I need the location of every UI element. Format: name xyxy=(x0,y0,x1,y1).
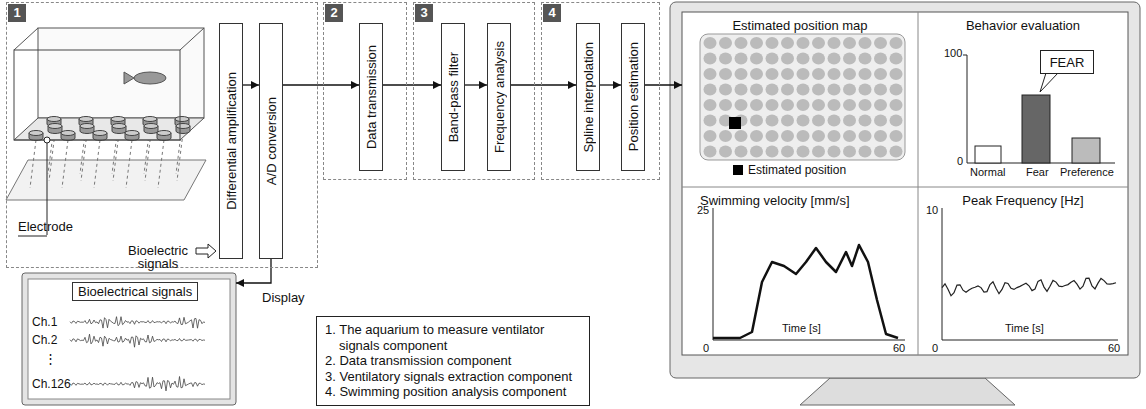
channel-label: Ch.2 xyxy=(32,333,57,347)
component-group: 3Band-pass filter Frequency analysis xyxy=(413,2,535,180)
component-group: 2Data transmission xyxy=(323,2,407,180)
category-label: Preference xyxy=(1060,166,1114,178)
box-label: Position estimation xyxy=(626,42,641,151)
axis-title: Time [s] xyxy=(782,322,821,334)
channel-label: ⋮ xyxy=(44,351,57,366)
note-line: 4. Swimming position analysis component xyxy=(325,384,581,400)
process-box: Spline interpolation xyxy=(576,23,600,171)
signal-monitor xyxy=(22,273,236,405)
note-box: 1. The aquarium to measure ventilator si… xyxy=(316,316,590,406)
box-label: Frequency analysis xyxy=(492,41,507,153)
axis-tick: 60 xyxy=(893,342,905,354)
flow-arrow xyxy=(383,84,441,85)
axis-tick: 25 xyxy=(697,204,709,216)
axis-tick: 0 xyxy=(932,342,938,354)
flow-arrow xyxy=(243,84,259,85)
box-label: Spline interpolation xyxy=(581,42,596,153)
flow-arrow xyxy=(283,84,359,85)
flow-arrow xyxy=(600,84,621,85)
signal-label: Bioelectric signals xyxy=(122,244,194,270)
callout-number: 4 xyxy=(543,4,561,22)
axis-tick: 60 xyxy=(1108,342,1120,354)
callout-number: 3 xyxy=(415,4,433,22)
process-box: Data transmission xyxy=(359,23,383,171)
process-box: A/D conversion xyxy=(259,23,283,259)
component-group: 4Spline interpolation Position estimation xyxy=(541,2,660,180)
callout-number: 2 xyxy=(325,4,343,22)
process-box: Differential amplification xyxy=(219,23,243,259)
category-label: Fear xyxy=(1026,166,1049,178)
legend-text: Estimated position xyxy=(748,163,846,177)
note-line: 1. The aquarium to measure ventilator si… xyxy=(325,322,581,353)
process-box: Position estimation xyxy=(621,23,645,171)
axis-tick: 0 xyxy=(703,342,709,354)
panel-title: Peak Frequency [Hz] xyxy=(918,193,1128,208)
flow-arrow xyxy=(511,84,576,85)
result-monitor xyxy=(670,2,1140,405)
flow-arrow xyxy=(645,84,682,85)
callout-number: 1 xyxy=(8,4,26,22)
callout-box: FEAR xyxy=(1040,50,1094,74)
aquarium xyxy=(6,28,216,258)
process-box: Band-pass filter xyxy=(441,23,465,171)
axis-title: Time [s] xyxy=(1005,322,1044,334)
channel-label: Ch.126 xyxy=(32,377,71,391)
screen-panel: Estimated position map xyxy=(682,12,918,187)
axis-tick: 0 xyxy=(957,155,963,167)
axis-tick: 100 xyxy=(944,47,962,59)
box-label: A/D conversion xyxy=(264,97,279,185)
axis-tick: 10 xyxy=(926,204,938,216)
edge-label: Display xyxy=(262,290,305,305)
legend-swatch xyxy=(733,165,743,175)
panel-title: Behavior evaluation xyxy=(918,18,1128,33)
flow-arrow xyxy=(465,84,487,85)
box-label: Data transmission xyxy=(364,45,379,149)
part-label: Electrode xyxy=(18,219,73,234)
channel-label: Bioelectrical signals xyxy=(72,282,198,301)
note-line: 3. Ventilatory signals extraction compon… xyxy=(325,369,581,385)
flow-arrow xyxy=(236,259,271,283)
display-screen: Bioelectrical signalsCh.1Ch.2 ⋮ Ch.126 xyxy=(22,273,236,405)
screen-panel: Behavior evaluationFEAR xyxy=(918,12,1128,187)
box-label: Band-pass filter xyxy=(446,52,461,142)
process-box: Frequency analysis xyxy=(487,23,511,171)
channel-label: Ch.1 xyxy=(32,315,57,329)
category-label: Normal xyxy=(970,166,1005,178)
note-line: 2. Data transmission component xyxy=(325,353,581,369)
callout-text: FEAR xyxy=(1050,55,1085,70)
box-label: Differential amplification xyxy=(224,72,239,210)
panel-title: Swimming velocity [mm/s] xyxy=(700,193,850,208)
panel-title: Estimated position map xyxy=(682,18,918,33)
